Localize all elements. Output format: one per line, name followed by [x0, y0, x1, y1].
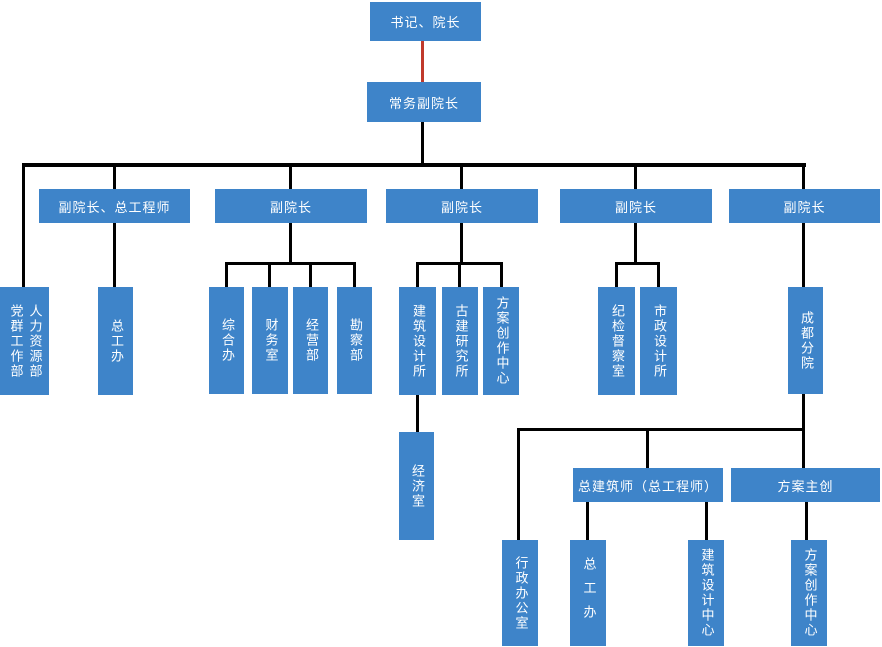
org-node-survey-dept: 勘察部 [337, 287, 372, 394]
org-node-label: 方案创作中心 [493, 296, 509, 386]
drop-finance-office [268, 265, 271, 287]
org-node-label: 人力资源部 [26, 303, 42, 379]
drop-chief-architect [646, 431, 649, 468]
org-node-party-masses-and-hr: 党群工作部人力资源部 [0, 287, 49, 395]
org-node-label: 副院长 [614, 200, 657, 216]
drop-municipal-inst [657, 265, 660, 287]
link-president-evp [421, 41, 424, 82]
drop-left-depts [22, 163, 25, 287]
drop-discipline-office [615, 265, 618, 287]
org-node-label: 方案创作中心 [801, 548, 817, 638]
org-node-label: 副院长、总工程师 [58, 200, 171, 216]
drop-arch-design-inst [416, 265, 419, 287]
org-node-label: 纪检督察室 [609, 303, 624, 379]
org-node-label: 总建筑师（总工程师） [577, 479, 718, 495]
org-node-label: 综合办 [219, 318, 234, 363]
branch4-horizontal [615, 262, 660, 265]
org-node-label: 古建研究所 [452, 303, 468, 379]
org-node-label: 党群工作部 [7, 303, 23, 379]
org-node-economy-office: 经济室 [399, 432, 434, 540]
org-node-label: 方案主创 [777, 479, 834, 495]
drop-general-office [225, 265, 228, 287]
vp2-down [289, 223, 292, 262]
org-node-scheme-lead: 方案主创 [731, 468, 880, 502]
org-node-scheme-creation-center-chengdu: 方案创作中心 [791, 540, 827, 646]
org-node-business-dept: 经营部 [293, 287, 328, 394]
drop-scheme-center [500, 265, 503, 287]
drop-vp2 [289, 167, 292, 189]
org-node-label: 总工办 [580, 557, 596, 629]
chengdu-horizontal [517, 428, 805, 431]
org-node-chief-engineer-office: 总工办 [98, 287, 133, 395]
org-node-municipal-design-institute: 市政设计所 [640, 287, 677, 395]
drop-survey-dept [353, 265, 356, 287]
org-node-secretary-president: 书记、院长 [370, 2, 481, 41]
drop-business-dept [309, 265, 312, 287]
chief-arch-down-zonggong [586, 502, 589, 540]
org-node-label: 经营部 [303, 318, 318, 363]
org-node-label: 常务副院长 [388, 96, 459, 112]
link-economy-office [416, 395, 419, 432]
vp4-down [634, 223, 637, 262]
org-node-label: 财务室 [262, 318, 278, 363]
org-node-label: 勘察部 [347, 318, 362, 363]
org-node-chengdu-branch: 成都分院 [788, 287, 823, 394]
org-node-vp-2: 副院长 [215, 189, 367, 223]
org-node-label: 成都分院 [798, 310, 813, 371]
org-node-label: 建筑设计中心 [698, 548, 714, 638]
chief-arch-down-design [705, 502, 708, 540]
link-evp-trunk [421, 122, 424, 165]
drop-vp5 [802, 167, 805, 189]
drop-ancient-research [458, 265, 461, 287]
org-node-label: 副院长 [440, 200, 483, 216]
vp5-down [802, 223, 805, 287]
org-node-chief-architect: 总建筑师（总工程师） [573, 468, 723, 502]
org-node-label: 建筑设计所 [410, 303, 425, 379]
trunk-horizontal [22, 163, 806, 167]
chengdu-down [802, 394, 805, 468]
org-node-admin-office: 行政办公室 [502, 540, 538, 646]
org-node-architecture-design-institute: 建筑设计所 [399, 287, 436, 395]
org-node-architecture-design-center: 建筑设计中心 [688, 540, 724, 646]
scheme-lead-down [805, 502, 808, 540]
drop-admin-office [517, 428, 520, 540]
org-node-vp-5: 副院长 [729, 189, 880, 223]
drop-vp3 [460, 167, 463, 189]
branch3-horizontal [416, 262, 503, 265]
vp1-down [113, 223, 116, 287]
org-node-ancient-building-research: 古建研究所 [442, 287, 478, 395]
org-node-label: 副院长 [783, 200, 826, 216]
org-node-label: 副院长 [269, 200, 312, 216]
org-node-label: 总工办 [108, 318, 123, 364]
org-node-vp-chief-engineer: 副院长、总工程师 [39, 189, 190, 223]
org-node-vp-3: 副院长 [386, 189, 538, 223]
org-node-label: 行政办公室 [512, 555, 528, 631]
vp3-down [460, 223, 463, 262]
org-node-label: 市政设计所 [651, 303, 666, 379]
org-node-scheme-creation-center: 方案创作中心 [483, 287, 519, 395]
org-node-discipline-inspection-office: 纪检督察室 [598, 287, 635, 395]
branch2-horizontal [225, 262, 356, 265]
org-node-finance-office: 财务室 [252, 287, 288, 394]
org-node-vp-4: 副院长 [560, 189, 712, 223]
org-node-label: 书记、院长 [390, 16, 461, 31]
org-node-exec-vice-president: 常务副院长 [367, 82, 481, 122]
drop-vp1 [113, 167, 116, 189]
org-node-label: 经济室 [409, 463, 424, 509]
drop-vp4 [634, 167, 637, 189]
org-node-chief-engineer-office-chengdu: 总工办 [570, 540, 606, 646]
org-node-general-office: 综合办 [209, 287, 244, 394]
